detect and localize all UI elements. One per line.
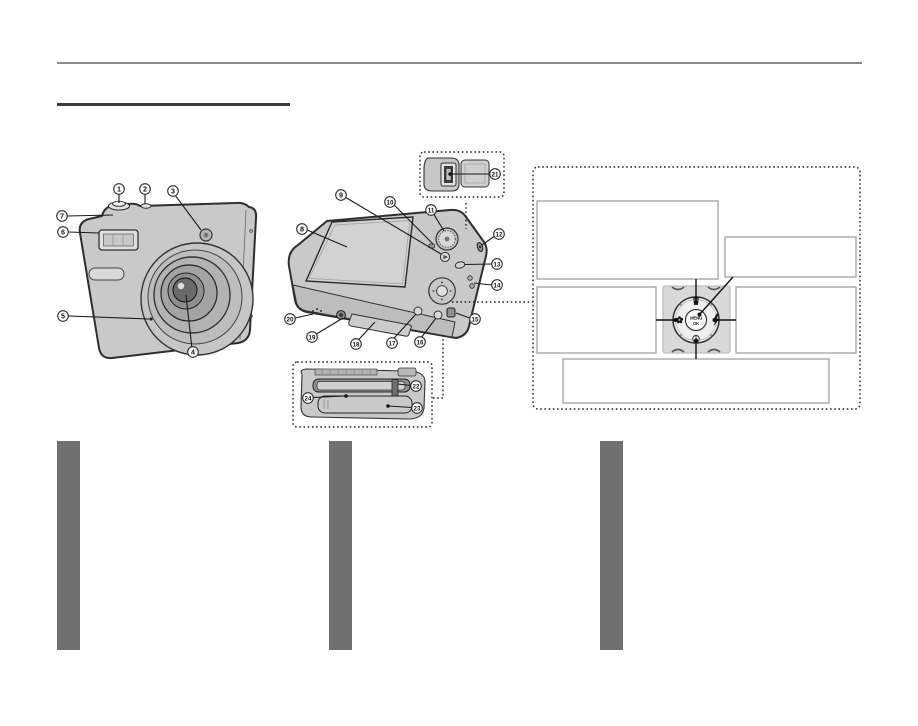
legend-label-box-center (724, 236, 857, 278)
af-assist-lamp (199, 228, 213, 242)
callout-8: 8 (296, 223, 348, 248)
section-title-underline (57, 103, 290, 106)
callout-number: 11 (428, 207, 435, 214)
legend-label-box-right (735, 286, 857, 354)
callout-number: 2 (143, 185, 147, 194)
selector-4way (428, 277, 456, 305)
strap-mount (476, 242, 484, 252)
callout-number: 18 (353, 341, 360, 348)
callout-24: 24 (302, 392, 348, 404)
callout-10: 10 (384, 196, 434, 245)
lens (140, 242, 254, 356)
callout-2: 2 (139, 183, 151, 204)
callout-13: 13 (464, 258, 503, 270)
camera-back-view: 8 9 10 11 12 13 14 15 16 17 18 19 20 (284, 189, 505, 350)
callout-11: 11 (425, 204, 445, 232)
callout-number: 17 (389, 340, 396, 347)
callout-4: 4 (185, 294, 199, 358)
card-latch (391, 379, 399, 397)
callout-20: 20 (284, 313, 314, 325)
callout-number: 22 (413, 383, 420, 390)
lcd-monitor (304, 216, 414, 288)
callout-number: 12 (496, 231, 503, 238)
text-column-placeholder-3 (600, 441, 623, 650)
legend-label-box-left (536, 286, 657, 354)
menu-label: MENU (690, 316, 702, 321)
callout-number: 20 (287, 316, 294, 323)
callout-17: 17 (386, 313, 417, 349)
callout-number: 23 (414, 405, 421, 412)
callout-1: 1 (113, 183, 125, 203)
callout-number: 4 (191, 348, 195, 357)
menu-ok-button: MENU OK (684, 308, 708, 332)
callout-number: 24 (305, 395, 312, 402)
callout-number: 9 (339, 191, 343, 200)
memory-card (316, 381, 406, 391)
legend-connectors (656, 276, 736, 359)
microphone-hole (149, 317, 153, 321)
callout-16: 16 (414, 317, 437, 348)
callout-number: 19 (309, 334, 316, 341)
text-column-placeholder-1 (57, 441, 80, 650)
callout-number: 1 (117, 185, 121, 194)
selector-legend-panel: MENU OK (532, 166, 861, 410)
callout-19: 19 (306, 317, 344, 343)
battery-compartment-inset: 22 23 24 (292, 361, 433, 428)
legend-label-box-down (562, 358, 830, 404)
callout-7: 7 (56, 210, 114, 222)
ok-label: OK (693, 321, 700, 326)
playback-button (439, 251, 451, 263)
callout-3: 3 (167, 185, 202, 231)
cover-hinge (397, 367, 417, 377)
callout-number: 8 (300, 225, 304, 234)
speaker (312, 308, 322, 314)
callout-18: 18 (350, 321, 376, 350)
dc-connector (446, 307, 456, 318)
photo-mode-button (454, 261, 466, 269)
f-mode-button (413, 306, 423, 316)
legend-border (532, 166, 861, 410)
battery (317, 395, 413, 414)
callout-21: 21 (448, 168, 501, 180)
connector-detail-inset: 21 (419, 151, 505, 198)
callout-22: 22 (397, 380, 422, 392)
text-column-placeholder-2 (329, 441, 352, 650)
camera-front-view: 1 2 3 4 5 6 7 (56, 183, 258, 360)
callout-number: 15 (472, 316, 479, 323)
macro-icon (675, 316, 684, 324)
callout-number: 6 (61, 228, 65, 237)
callout-number: 14 (494, 282, 501, 289)
callout-number: 13 (494, 261, 501, 268)
callout-number: 16 (417, 339, 424, 346)
callout-12: 12 (481, 228, 505, 246)
power-button (140, 203, 152, 209)
callout-6: 6 (57, 226, 100, 238)
callout-number: 21 (492, 171, 499, 178)
callout-14: 14 (473, 279, 503, 291)
tripod-mount (336, 310, 346, 320)
callout-23: 23 (386, 402, 423, 414)
front-badge (88, 267, 125, 281)
callout-5: 5 (57, 310, 150, 322)
callout-number: 3 (171, 187, 175, 196)
port-holes (467, 275, 475, 289)
callout-9: 9 (335, 189, 442, 255)
strap-pin (249, 229, 253, 233)
disp-back-button (433, 310, 443, 320)
header-rule (57, 62, 862, 64)
callout-number: 5 (61, 312, 65, 321)
inset-link-bottom (433, 335, 444, 399)
callout-number: 10 (387, 199, 394, 206)
callout-15: 15 (455, 312, 481, 325)
flash-window (98, 229, 139, 251)
legend-label-box-up (536, 200, 719, 280)
lens-highlight (177, 282, 185, 290)
callout-number: 7 (60, 212, 64, 221)
mode-dial (435, 227, 459, 251)
play-icon (443, 254, 449, 260)
battery-cover (348, 313, 412, 337)
